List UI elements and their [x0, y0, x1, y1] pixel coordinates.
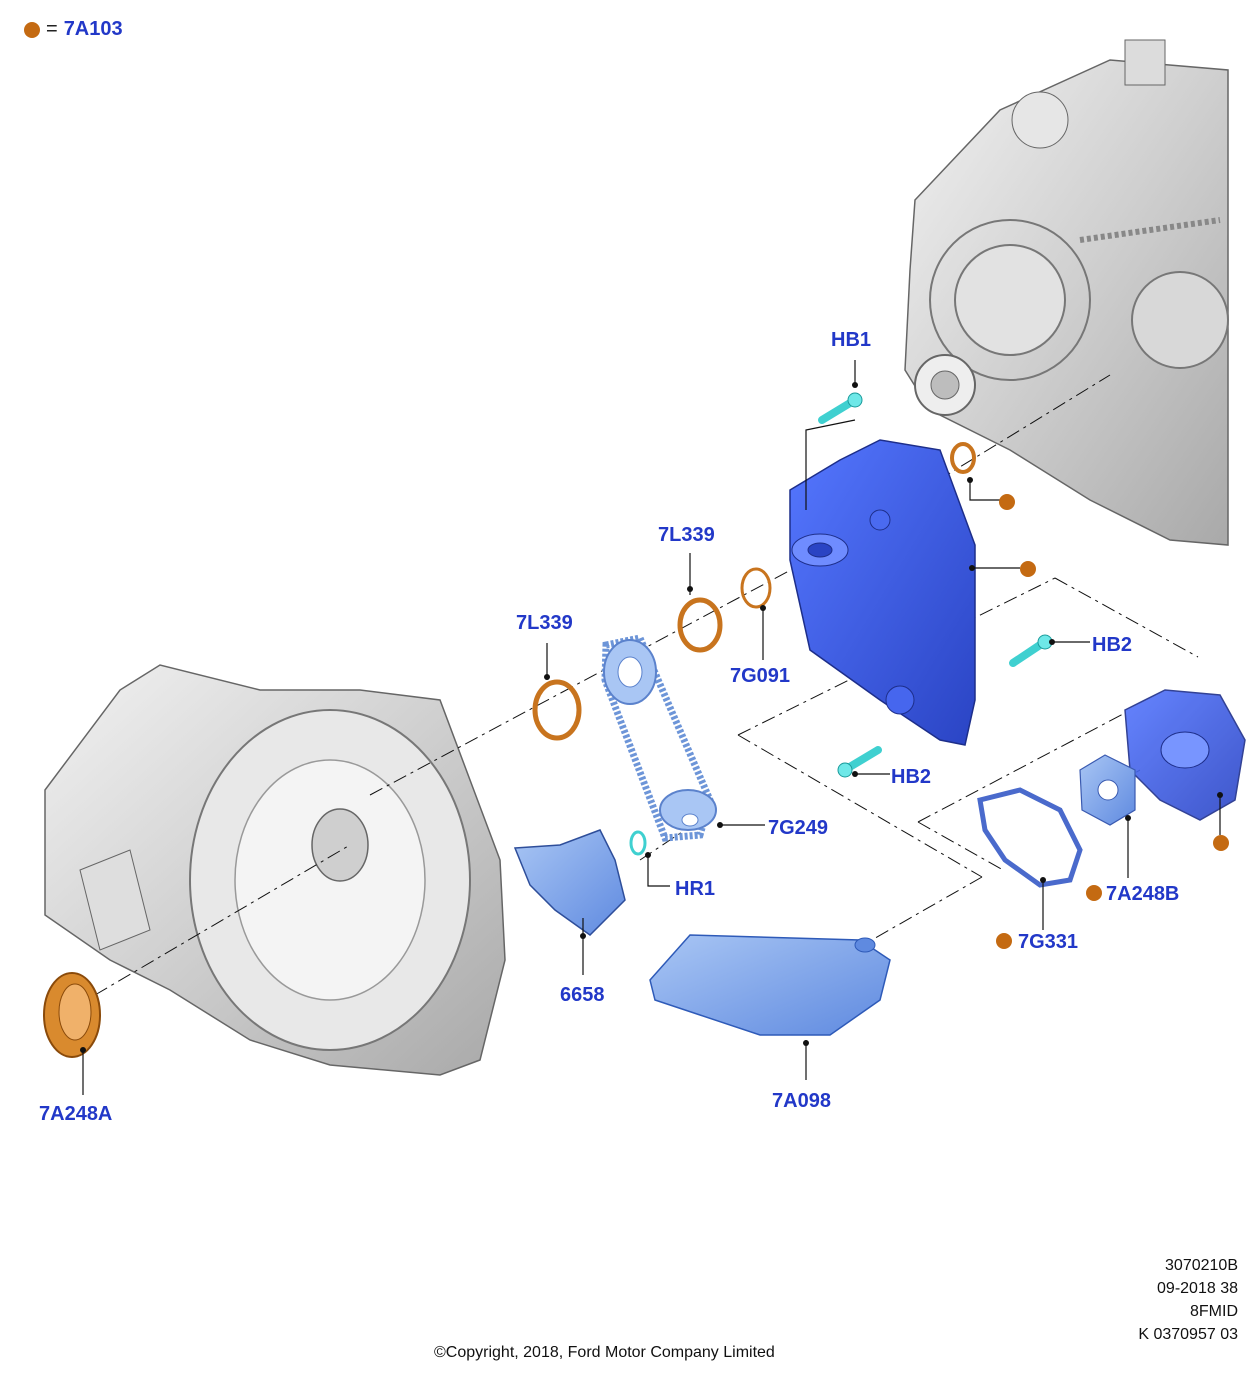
label-7g331: 7G331	[1018, 931, 1078, 953]
gasket-7g331	[977, 787, 1083, 888]
seal-ring-upper-right	[950, 442, 976, 474]
legend-equals: =	[46, 18, 58, 40]
label-hb2-lower: HB2	[891, 766, 931, 788]
drawing-number: 3070210B	[1165, 1257, 1238, 1274]
drawing-date-code: 09-2018 38	[1157, 1280, 1238, 1297]
marker-dots-7a103	[996, 494, 1229, 949]
drive-chain	[601, 633, 717, 842]
label-hr1: HR1	[675, 878, 715, 900]
label-7g091: 7G091	[730, 665, 790, 687]
label-7a248a: 7A248A	[39, 1103, 112, 1125]
seal-ring-7l339-lower	[532, 679, 582, 741]
gasket-7a248b	[1079, 754, 1136, 826]
retaining-ring-hr1	[629, 830, 647, 856]
marker-dot-filter-cover	[1213, 835, 1229, 851]
drawing-model-code: 8FMID	[1190, 1303, 1238, 1320]
seal-ring-7g091	[740, 567, 772, 609]
label-hb2-upper: HB2	[1092, 634, 1132, 656]
part-labels: HB1 7L339 7L339 7G091 HB2 HB2 7G249 HR1 …	[39, 329, 1179, 1125]
bolt-hb2-lower	[837, 746, 882, 778]
bolt-hb1	[818, 392, 863, 424]
seal-7a248a	[43, 972, 101, 1058]
oil-strainer	[649, 934, 891, 1036]
label-6658: 6658	[560, 984, 605, 1006]
baffle-plate	[513, 829, 626, 936]
label-7l339-lower: 7L339	[516, 612, 573, 634]
label-7l339-upper: 7L339	[658, 524, 715, 546]
oil-pump-body	[789, 439, 976, 746]
label-hb1: HB1	[831, 329, 871, 351]
bolt-hb2-upper	[1009, 634, 1053, 667]
marker-dot-upper-right-seal	[999, 494, 1015, 510]
legend-code: 7A103	[63, 18, 123, 40]
marker-dot-pump-body	[1020, 561, 1036, 577]
transmission-housing	[44, 664, 506, 1076]
marker-dot-7a248b	[1086, 885, 1102, 901]
leader-endpoints	[80, 382, 1223, 1053]
oil-filter-cover	[1124, 689, 1246, 821]
leader-lines	[82, 360, 1221, 1095]
legend-dot-marker	[24, 21, 40, 38]
copyright-notice: ©Copyright, 2018, Ford Motor Company Lim…	[434, 1344, 775, 1361]
label-7a098: 7A098	[772, 1090, 831, 1112]
label-7a248b: 7A248B	[1106, 883, 1179, 905]
label-7g249: 7G249	[768, 817, 828, 839]
marker-dot-7g331	[996, 933, 1012, 949]
seal-ring-7l339-upper	[677, 597, 723, 653]
drawing-reference-id: K 0370957 03	[1138, 1326, 1238, 1343]
engine-assembly	[904, 39, 1229, 546]
drawing-reference-block: 3070210B 09-2018 38 8FMID K 0370957 03	[1138, 1254, 1238, 1346]
legend: = 7A103	[24, 18, 123, 41]
